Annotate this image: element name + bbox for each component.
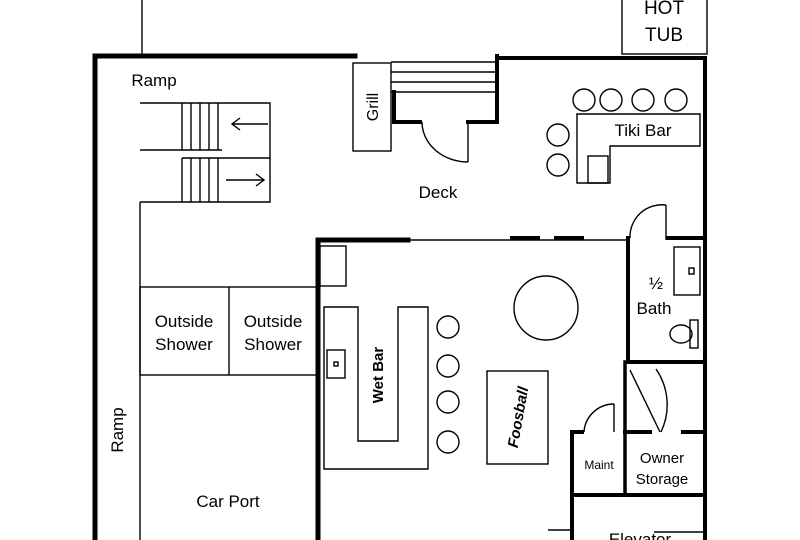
ramp-stairs (140, 102, 271, 203)
owner-storage-label: Storage (636, 471, 689, 488)
tiki-bar-label: Tiki Bar (615, 121, 672, 140)
game-room-walls (315, 236, 707, 540)
hot-tub-label: HOT (644, 0, 685, 19)
ramp-top-label: Ramp (131, 71, 176, 90)
deck-label: Deck (419, 183, 458, 202)
wet-bar: Wet Bar (323, 306, 429, 470)
bar-stool (436, 390, 460, 414)
maint-label: Maint (584, 458, 614, 472)
wet-bar-stools (436, 315, 460, 454)
elevator-label: Elevator (609, 530, 672, 540)
toilet-bowl (669, 324, 693, 344)
bar-stool (546, 123, 570, 147)
counter-box (319, 245, 347, 287)
deck-steps (391, 61, 497, 93)
bar-stool (664, 88, 688, 112)
outside-shower-label: Outside (244, 312, 303, 331)
outside-showers: Outside Shower Outside Shower (139, 286, 319, 376)
grill: Grill (352, 62, 392, 152)
round-table (513, 275, 579, 341)
tiki-bar-stools (546, 88, 688, 177)
owner-storage-label: Owner (640, 450, 684, 467)
half-bath: ½ Bath (637, 246, 701, 349)
car-port-label: Car Port (196, 492, 260, 511)
service-rooms: Maint Owner Storage Elevator (548, 360, 707, 540)
half-label: ½ (649, 274, 663, 293)
tiki-bar: Tiki Bar (576, 113, 701, 184)
outside-shower-label: Outside (155, 312, 214, 331)
bar-stool (436, 315, 460, 339)
bar-stool (631, 88, 655, 112)
grill-label: Grill (365, 93, 382, 121)
bar-stool (436, 354, 460, 378)
bath-door (629, 204, 667, 240)
outside-shower-label: Shower (244, 335, 302, 354)
hot-tub-label: TUB (645, 25, 683, 46)
bar-stool (572, 88, 596, 112)
foosball-label: Foosball (505, 385, 533, 450)
ramp-side-label: Ramp (108, 407, 127, 452)
bar-stool (436, 430, 460, 454)
foosball-table: Foosball (486, 370, 549, 465)
hot-tub: HOT TUB (621, 0, 708, 55)
bar-stool (599, 88, 623, 112)
bar-stool (546, 153, 570, 177)
bath-sink (673, 246, 701, 296)
outside-shower-label: Shower (155, 335, 213, 354)
bath-label: Bath (637, 299, 672, 318)
deck-door (392, 56, 499, 163)
toilet-tank (689, 319, 699, 349)
wet-bar-label: Wet Bar (370, 347, 387, 404)
